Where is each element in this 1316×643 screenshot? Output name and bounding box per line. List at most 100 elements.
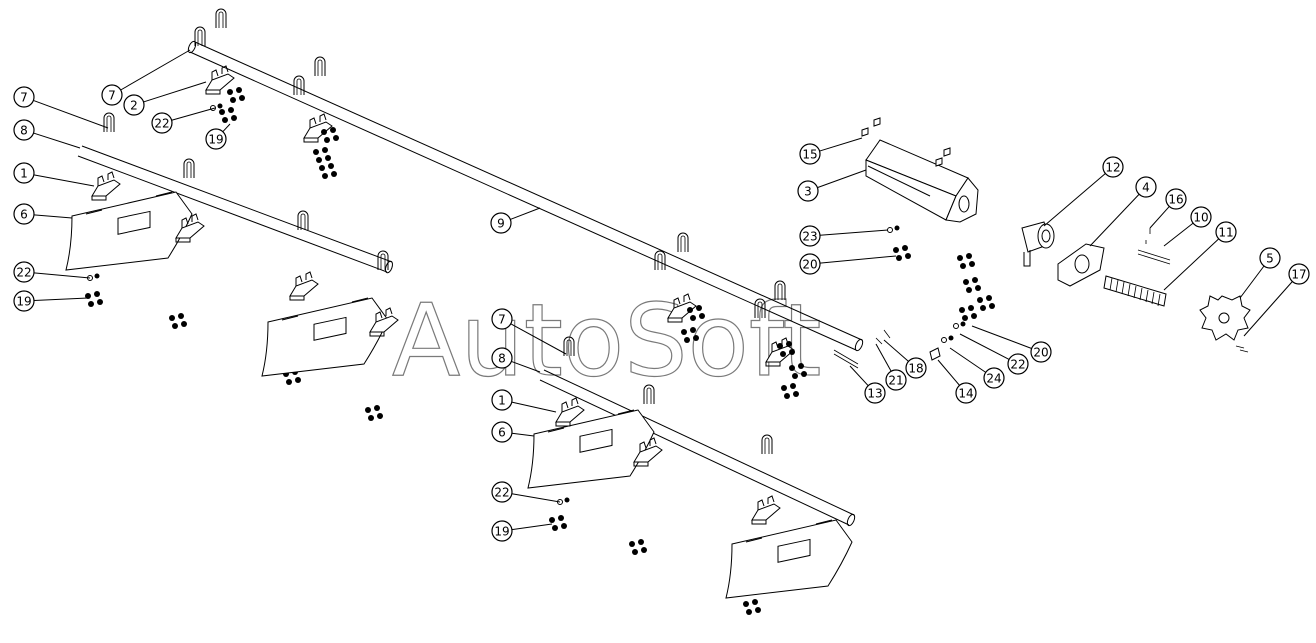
callout-22: 22 xyxy=(13,261,91,283)
callout-leader xyxy=(511,401,557,413)
callout-circle xyxy=(955,382,977,404)
callout-circle xyxy=(13,261,35,283)
callout-label: 9 xyxy=(497,217,505,231)
callout-label: 1 xyxy=(498,394,506,408)
callout-circle xyxy=(1030,341,1052,363)
callout-leader xyxy=(949,347,987,373)
watermark: AutoSoft xyxy=(392,282,822,399)
callout-label: 19 xyxy=(16,295,31,309)
callout-label: 1 xyxy=(20,167,28,181)
callout-leader xyxy=(511,493,561,503)
callout-leader xyxy=(849,365,869,387)
callout-leader xyxy=(143,81,207,103)
callout-circle xyxy=(491,481,513,503)
callout-label: 22 xyxy=(16,266,31,280)
small-bolts xyxy=(833,305,977,369)
callout-20: 20 xyxy=(971,325,1052,363)
key xyxy=(1137,228,1171,265)
callout-19: 19 xyxy=(205,123,231,150)
callout-leader xyxy=(1239,265,1265,299)
callout-leader xyxy=(222,123,231,133)
callout-1: 1 xyxy=(491,389,557,413)
callout-circle xyxy=(490,212,512,234)
callout-circle xyxy=(885,369,907,391)
callout-label: 20 xyxy=(802,258,817,272)
callout-circle xyxy=(205,128,227,150)
callout-label: 22 xyxy=(154,117,169,131)
callout-circle xyxy=(1135,176,1157,198)
callout-leader xyxy=(819,229,889,236)
callout-leader xyxy=(1149,206,1170,229)
callout-1: 1 xyxy=(13,162,95,187)
callout-circle xyxy=(13,119,35,141)
callout-label: 6 xyxy=(20,208,28,222)
part-callouts: 7722219816221991531241610115172320202224… xyxy=(13,49,1310,542)
callout-leader xyxy=(511,360,541,373)
callout-15: 15 xyxy=(799,137,863,165)
callout-leader xyxy=(971,325,1032,349)
callout-22: 22 xyxy=(959,333,1029,375)
callout-leader xyxy=(817,169,867,189)
callout-leader xyxy=(1043,173,1106,227)
callout-6: 6 xyxy=(491,421,535,443)
callout-circle xyxy=(13,290,35,312)
callout-leader xyxy=(510,323,567,355)
callout-label: 8 xyxy=(20,124,28,138)
callout-label: 6 xyxy=(498,426,506,440)
callout-leader xyxy=(120,49,191,91)
callout-circle xyxy=(983,367,1005,389)
callout-label: 19 xyxy=(208,133,223,147)
bolts-15 xyxy=(861,117,951,167)
callout-leader xyxy=(510,207,541,220)
callout-circle xyxy=(1259,247,1281,269)
callout-7: 7 xyxy=(13,86,109,129)
callout-label: 13 xyxy=(867,387,882,401)
callout-label: 18 xyxy=(908,362,923,376)
callout-leader xyxy=(33,132,81,149)
callout-4: 4 xyxy=(1089,176,1157,247)
callout-leader xyxy=(33,214,73,219)
callout-19: 19 xyxy=(491,520,553,542)
callout-circle xyxy=(491,308,513,330)
right-tube xyxy=(539,369,856,527)
callout-leader xyxy=(875,343,892,372)
callout-leader xyxy=(33,272,91,279)
callout-circle xyxy=(13,162,35,184)
callout-leader xyxy=(33,297,89,302)
callout-label: 12 xyxy=(1105,161,1120,175)
callout-label: 16 xyxy=(1168,193,1183,207)
callout-2: 2 xyxy=(123,81,207,116)
callout-circle xyxy=(491,389,513,411)
callout-leader xyxy=(819,137,863,152)
callout-circle xyxy=(1165,188,1187,210)
callout-label: 7 xyxy=(20,91,28,105)
callout-20: 20 xyxy=(799,253,897,275)
callout-7: 7 xyxy=(101,49,191,106)
callout-circle xyxy=(799,253,821,275)
callout-18: 18 xyxy=(883,339,927,379)
callout-leader xyxy=(959,333,1010,360)
callout-label: 7 xyxy=(108,89,116,103)
callout-label: 2 xyxy=(130,99,138,113)
callout-label: 3 xyxy=(804,185,812,199)
callout-leader xyxy=(1163,238,1220,291)
callout-22: 22 xyxy=(491,481,561,503)
callout-label: 22 xyxy=(494,486,509,500)
callout-leader xyxy=(511,523,553,531)
callout-12: 12 xyxy=(1043,156,1124,227)
callout-circle xyxy=(13,86,35,108)
callout-leader xyxy=(511,432,535,437)
callout-3: 3 xyxy=(797,169,867,202)
callout-circle xyxy=(1007,353,1029,375)
callout-circle xyxy=(491,347,513,369)
callout-leader xyxy=(33,174,95,187)
left-tube xyxy=(77,145,393,274)
callout-leader xyxy=(883,339,909,362)
sprocket xyxy=(1199,295,1251,353)
callout-label: 20 xyxy=(1033,346,1048,360)
callout-label: 10 xyxy=(1193,211,1208,225)
callout-label: 21 xyxy=(888,374,903,388)
callout-leader xyxy=(1243,281,1293,337)
callout-24: 24 xyxy=(949,347,1005,389)
